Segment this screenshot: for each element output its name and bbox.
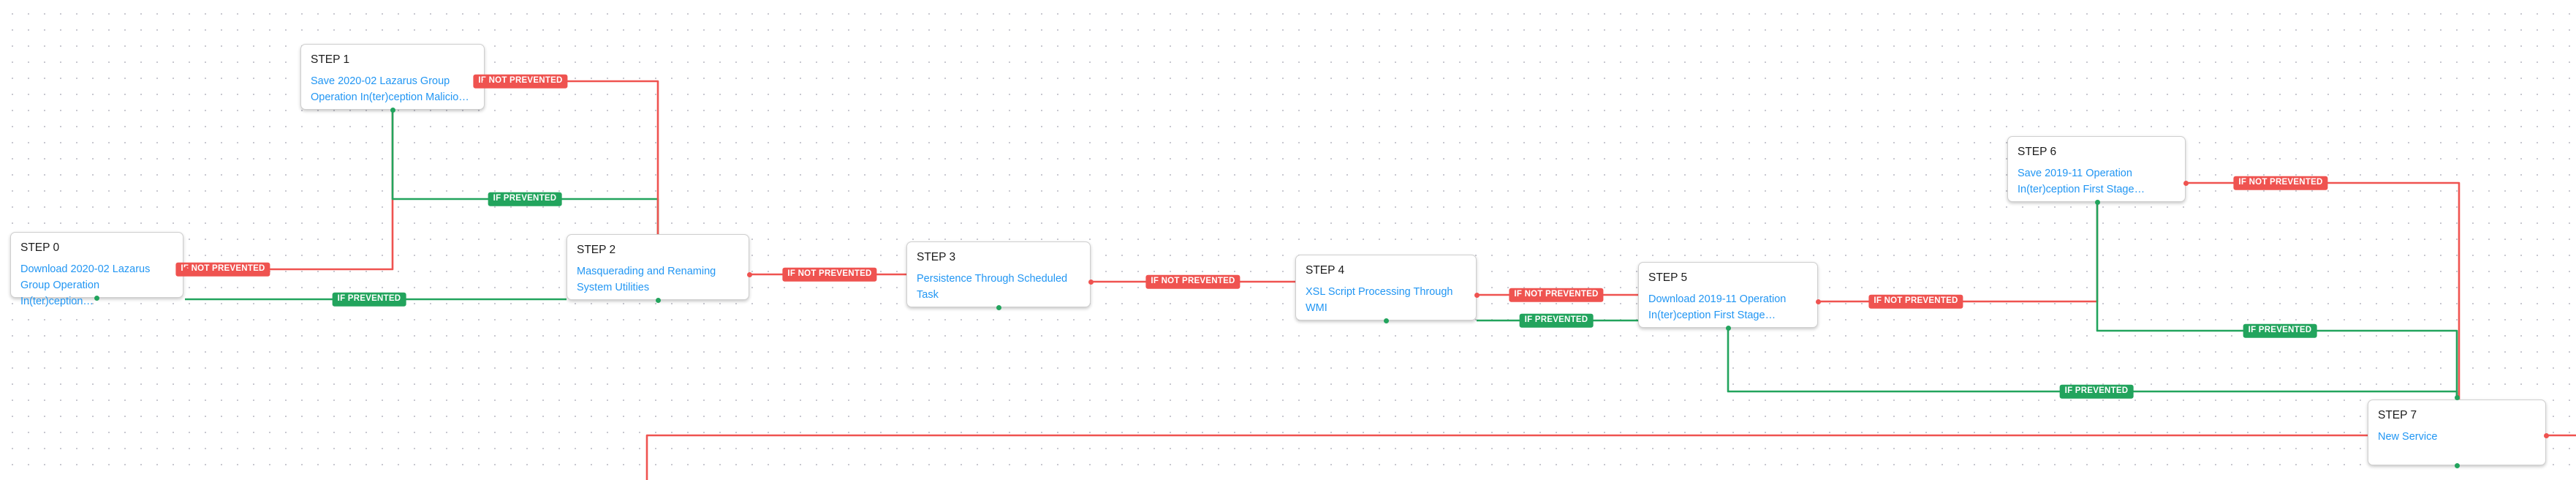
node-description-line2[interactable]: In(ter)ception First Stage… — [1648, 310, 1776, 322]
node-title: STEP 5 — [1648, 271, 1688, 284]
node-description-line1[interactable]: Masquerading and Renaming — [577, 266, 716, 278]
port-p2-b[interactable] — [656, 298, 661, 303]
node-title: STEP 4 — [1306, 264, 1345, 277]
edge-e7-out[interactable] — [645, 434, 2576, 480]
edge-label-e4-yes[interactable]: IF PREVENTED — [1519, 313, 1594, 328]
edge-label-e1-yes[interactable]: IF PREVENTED — [488, 192, 562, 206]
port-p6-r[interactable] — [2183, 181, 2189, 186]
port-p5-b[interactable] — [1726, 326, 1731, 331]
node-description-line2[interactable]: Task — [917, 289, 939, 301]
edge-label-e4-not[interactable]: IF NOT PREVENTED — [1509, 288, 1604, 302]
node-description-line1[interactable]: Save 2019-11 Operation — [2018, 168, 2132, 180]
port-p7-t[interactable] — [2455, 395, 2460, 400]
edge-label-e3-not[interactable]: IF NOT PREVENTED — [1145, 274, 1240, 289]
node-title: STEP 6 — [2018, 146, 2057, 158]
port-p6-b[interactable] — [2095, 200, 2100, 205]
node-title: STEP 2 — [577, 244, 616, 256]
port-p5-r[interactable] — [1816, 299, 1821, 304]
node-description-line2[interactable]: Group Operation In(ter)ception… — [20, 280, 100, 307]
port-p3-b[interactable] — [996, 305, 1001, 310]
port-p4-r[interactable] — [1474, 293, 1480, 298]
port-p7-r[interactable] — [2544, 433, 2549, 438]
edge-label-e0-not[interactable]: IF NOT PREVENTED — [175, 262, 270, 277]
node-description-line1[interactable]: New Service — [2378, 431, 2438, 443]
edge-e5-not[interactable] — [1818, 202, 2099, 303]
port-p1-b[interactable] — [390, 108, 395, 113]
edge-label-e5-not[interactable]: IF NOT PREVENTED — [1868, 294, 1963, 309]
node-description-line1[interactable]: XSL Script Processing Through — [1306, 286, 1453, 299]
node-description-line1[interactable]: Save 2020-02 Lazarus Group — [311, 75, 450, 88]
node-title: STEP 1 — [311, 53, 350, 66]
edge-e6-not[interactable] — [2186, 181, 2461, 435]
port-p2-r[interactable] — [747, 272, 752, 277]
node-description-line1[interactable]: Download 2020-02 Lazarus — [20, 263, 151, 276]
port-p7-b[interactable] — [2455, 463, 2460, 468]
node-description-line2[interactable]: In(ter)ception First Stage… — [2018, 184, 2145, 196]
edge-label-e0-yes[interactable]: IF PREVENTED — [332, 292, 406, 307]
port-p3-r[interactable] — [1088, 280, 1094, 285]
edge-e0-not[interactable] — [185, 111, 394, 271]
node-description-line2[interactable]: WMI — [1306, 302, 1327, 315]
node-description-line2[interactable]: System Utilities — [577, 282, 650, 294]
node-description-line2[interactable]: Operation In(ter)ception Malicio… — [311, 91, 469, 104]
node-description-line1[interactable]: Persistence Through Scheduled — [917, 273, 1068, 285]
node-title: STEP 3 — [917, 251, 956, 263]
edge-e1-not[interactable] — [485, 80, 659, 234]
port-p0-b[interactable] — [94, 296, 99, 301]
edge-label-e5-yes[interactable]: IF PREVENTED — [2059, 384, 2134, 399]
edge-e6-yes[interactable] — [2096, 202, 2458, 400]
edge-label-e6-not[interactable]: IF NOT PREVENTED — [2233, 176, 2328, 190]
port-p0-r1[interactable] — [183, 267, 188, 272]
node-title: STEP 7 — [2378, 409, 2417, 421]
port-p1-r[interactable] — [482, 79, 488, 84]
node-title: STEP 0 — [20, 241, 60, 254]
edge-e1-yes[interactable] — [391, 111, 659, 234]
node-description-line1[interactable]: Download 2019-11 Operation — [1648, 293, 1787, 306]
edge-label-e2-not[interactable]: IF NOT PREVENTED — [782, 267, 877, 282]
port-p4-b[interactable] — [1384, 318, 1389, 323]
node-step7[interactable]: STEP 7 New Service — [2368, 400, 2546, 465]
edge-label-e6-yes[interactable]: IF PREVENTED — [2243, 323, 2317, 338]
